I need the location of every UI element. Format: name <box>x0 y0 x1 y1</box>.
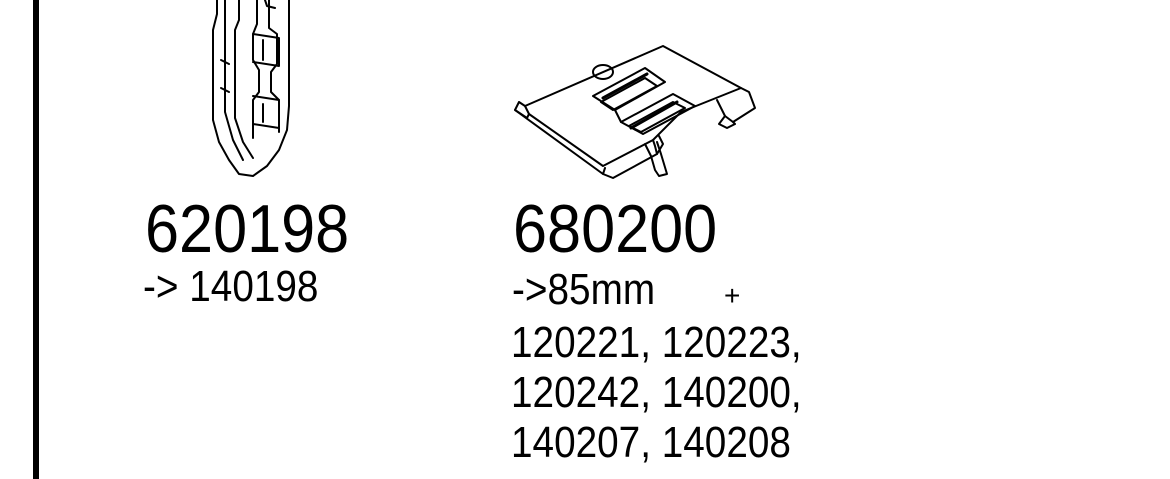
part-number-620198: 620198 <box>145 191 350 267</box>
compatible-parts-line-1: 120221, 120223, <box>511 318 802 367</box>
size-note: ->85mm <box>512 265 656 314</box>
left-border-line <box>33 0 39 479</box>
part-number-680200: 680200 <box>513 191 718 267</box>
mounting-plate-icon <box>514 45 756 179</box>
plus-sign: + <box>724 280 741 311</box>
vertical-clip-bracket-icon <box>212 0 290 177</box>
replacement-note: -> 140198 <box>143 262 319 311</box>
compatible-parts-line-2: 120242, 140200, <box>511 368 802 417</box>
compatible-parts-line-3: 140207, 140208 <box>511 418 791 467</box>
